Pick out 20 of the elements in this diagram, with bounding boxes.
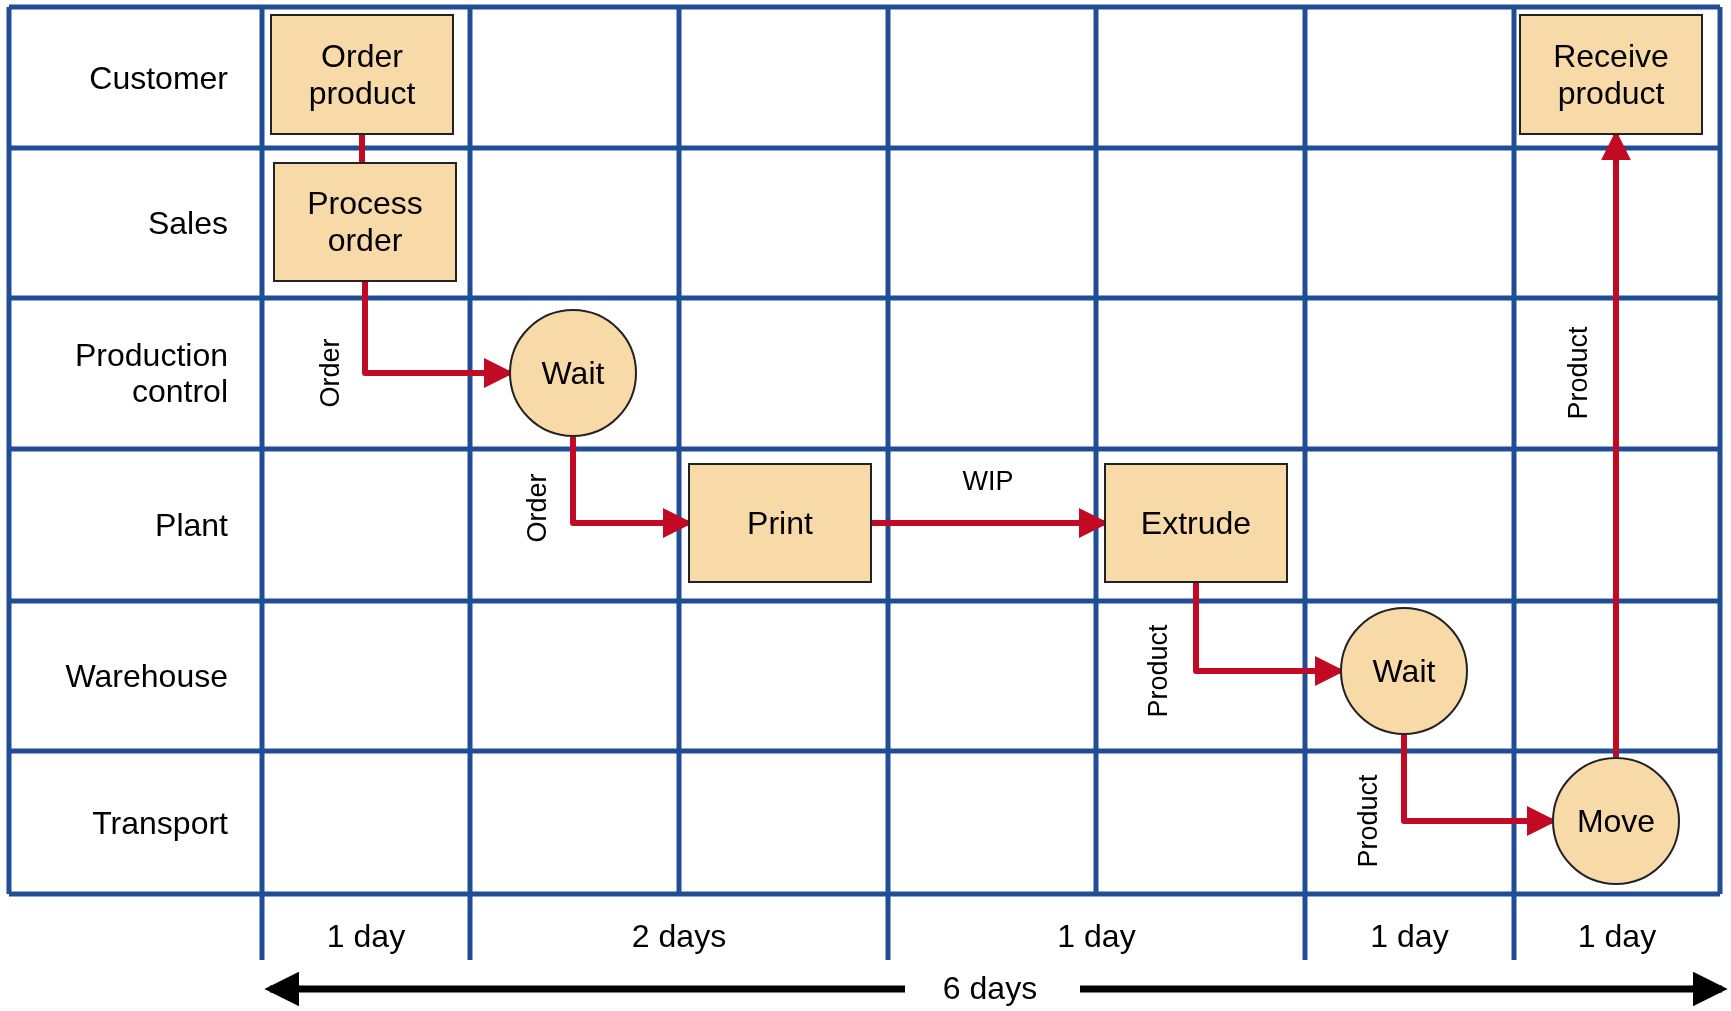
duration-label: 1 day: [1370, 918, 1449, 955]
process-box: Process order: [273, 162, 457, 282]
process-box: Extrude: [1104, 463, 1288, 583]
process-box: Order product: [270, 14, 454, 135]
duration-label: 1 day: [1057, 918, 1136, 955]
total-duration-label: 6 days: [942, 970, 1038, 1007]
lane-label: Plant: [155, 506, 228, 544]
lane-label: Sales: [147, 204, 228, 242]
duration-label: 1 day: [326, 918, 406, 955]
duration-label: 2 days: [631, 918, 727, 955]
lane-label: Customer: [89, 59, 228, 96]
wait-circle: Wait: [1340, 607, 1468, 735]
process-box: Print: [688, 463, 872, 583]
wait-circle: Move: [1552, 757, 1680, 885]
lane-label: Transport: [92, 804, 228, 841]
duration-label: 1 day: [1577, 918, 1657, 955]
wait-circle: Wait: [509, 309, 637, 437]
lane-label: Production control: [74, 336, 228, 411]
lane-label: Warehouse: [65, 657, 228, 695]
process-box: Receive product: [1519, 14, 1703, 135]
